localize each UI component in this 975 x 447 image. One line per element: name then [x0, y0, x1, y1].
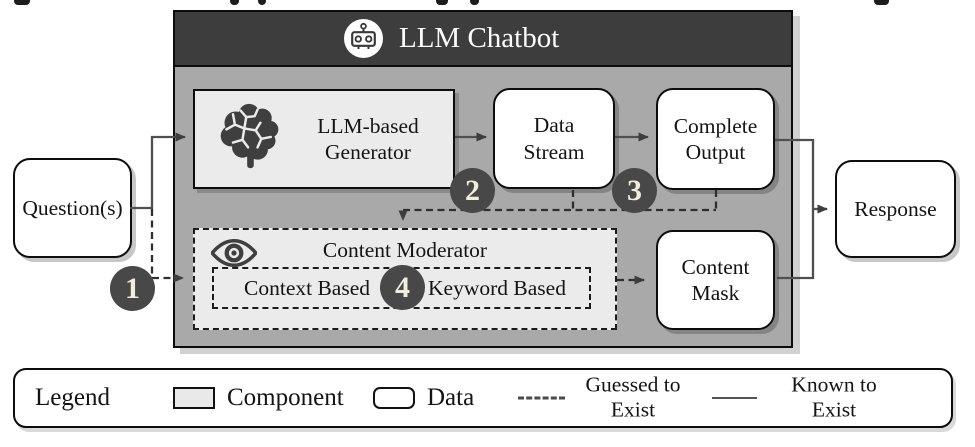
content-mask-box: Content Mask	[656, 230, 775, 330]
data-stream-box: Data Stream	[493, 88, 615, 189]
cropped-text-fragment	[258, 0, 266, 5]
legend-data-label: Data	[427, 384, 475, 411]
robot-icon	[343, 18, 384, 59]
step-badge-2: 2	[450, 168, 495, 213]
cropped-text-fragment	[874, 0, 889, 5]
brain-icon	[219, 102, 281, 176]
step-badge-1: 1	[110, 266, 155, 311]
legend-title: Legend	[35, 384, 110, 411]
response-box: Response	[835, 160, 956, 258]
cropped-text-fragment	[470, 0, 479, 5]
cropped-text-fragment	[14, 0, 30, 5]
solid-line-sample	[712, 397, 757, 399]
llm-chatbot-header: LLM Chatbot	[175, 12, 791, 67]
llm-generator-box: LLM-based Generator	[193, 89, 455, 189]
legend-guessed-label: Guessed to Exist	[585, 372, 681, 422]
data-swatch	[373, 387, 415, 409]
dashed-line-sample	[518, 396, 565, 400]
step-badge-4: 4	[380, 265, 425, 310]
legend-component-label: Component	[227, 384, 344, 411]
question-box: Question(s)	[13, 158, 132, 258]
context-based-label: Context Based	[244, 275, 370, 300]
llm-generator-label: LLM-based Generator	[317, 113, 419, 164]
chatbot-title: LLM Chatbot	[399, 22, 560, 54]
complete-output-box: Complete Output	[656, 88, 775, 190]
component-swatch	[173, 387, 215, 409]
step-badge-3: 3	[612, 168, 657, 213]
legend-known-label: Known to Exist	[791, 372, 877, 422]
eye-icon	[209, 238, 259, 268]
legend-box: Legend Component Data Guessed to Exist K…	[13, 368, 953, 428]
cropped-text-fragment	[230, 0, 239, 5]
cropped-text-fragment	[436, 0, 448, 5]
content-moderator-title: Content Moderator	[322, 238, 488, 262]
keyword-based-label: Keyword Based	[428, 275, 566, 300]
